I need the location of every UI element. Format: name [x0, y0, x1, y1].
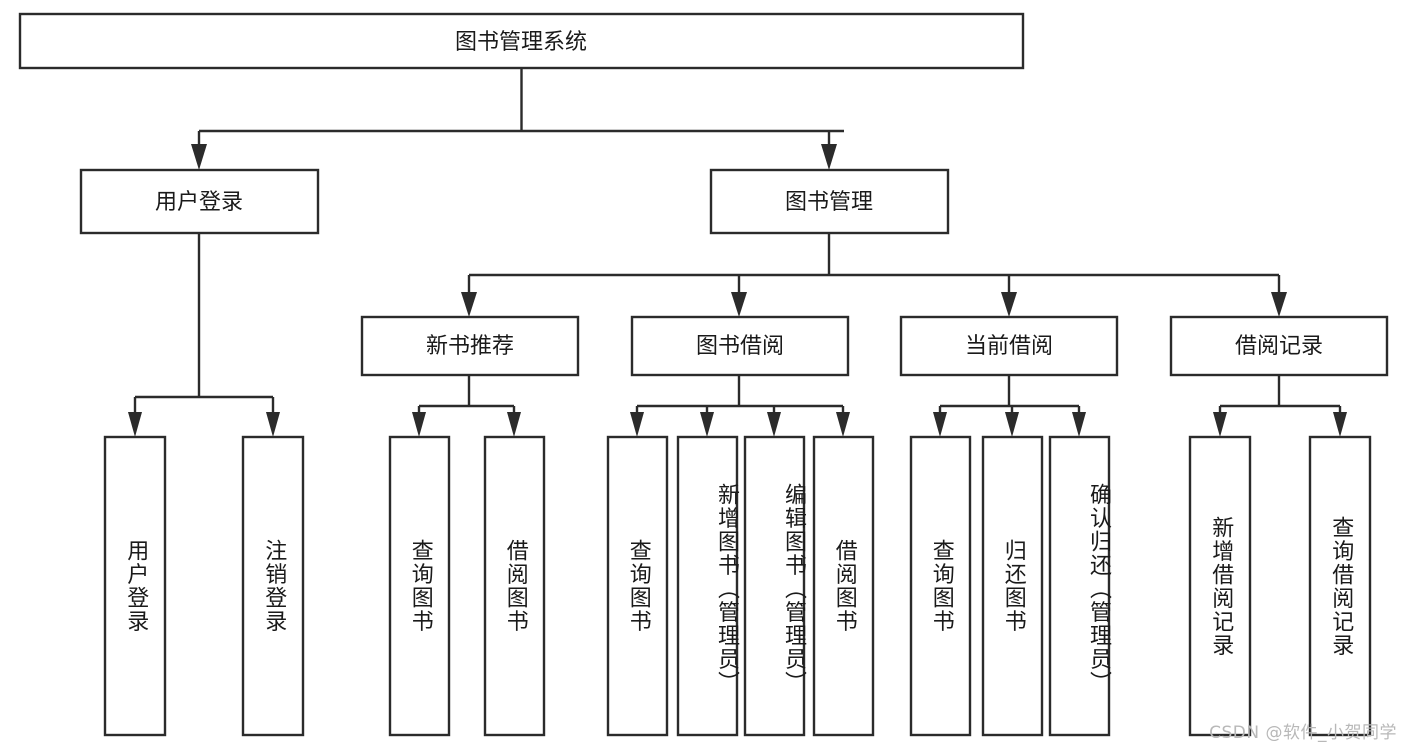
- node-book-management[interactable]: 图书管理: [709, 168, 950, 235]
- leaf-box-add-borrow-record[interactable]: [1188, 435, 1252, 737]
- arrow-head-icon: [1271, 292, 1287, 317]
- arrow-head-icon: [767, 412, 781, 437]
- node-book-borrow-box[interactable]: [630, 315, 850, 377]
- arrowhead-group: [128, 144, 1347, 437]
- node-book-borrow[interactable]: 图书借阅: [630, 315, 850, 377]
- leaf-box-group: [103, 435, 1372, 737]
- node-borrow-record[interactable]: 借阅记录: [1169, 315, 1389, 377]
- arrow-head-icon: [933, 412, 947, 437]
- node-user-login-label: 用户登录: [155, 190, 243, 215]
- node-root-box[interactable]: [18, 12, 1025, 70]
- leaf-box-borrow-book[interactable]: [812, 435, 875, 737]
- arrow-head-icon: [266, 412, 280, 437]
- leaf-box-confirm-return-admin[interactable]: [1048, 435, 1111, 737]
- leaf-box-logout[interactable]: [241, 435, 305, 737]
- leaf-box-query-book-newbook[interactable]: [388, 435, 451, 737]
- arrow-head-icon: [128, 412, 142, 437]
- csdn-watermark: CSDN @软件_小贺同学: [1209, 723, 1397, 743]
- arrow-head-icon: [821, 144, 837, 170]
- leaf-box-user-login[interactable]: [103, 435, 167, 737]
- node-new-book-recommend-box[interactable]: [360, 315, 580, 377]
- node-new-book-recommend-label: 新书推荐: [426, 334, 514, 359]
- leaf-box-query-book-current[interactable]: [909, 435, 972, 737]
- leaf-box-borrow-book-newbook[interactable]: [483, 435, 546, 737]
- node-new-book-recommend[interactable]: 新书推荐: [360, 315, 580, 377]
- arrow-head-icon: [630, 412, 644, 437]
- node-root-label: 图书管理系统: [455, 30, 587, 55]
- arrow-head-icon: [1213, 412, 1227, 437]
- arrow-head-icon: [412, 412, 426, 437]
- leaf-box-return-book[interactable]: [981, 435, 1044, 737]
- arrow-head-icon: [836, 412, 850, 437]
- node-borrow-record-box[interactable]: [1169, 315, 1389, 377]
- node-current-borrow-box[interactable]: [899, 315, 1119, 377]
- arrow-head-icon: [700, 412, 714, 437]
- arrow-head-icon: [1333, 412, 1347, 437]
- leaf-box-add-book-admin[interactable]: [676, 435, 739, 737]
- arrow-head-icon: [1001, 292, 1017, 317]
- arrow-head-icon: [1005, 412, 1019, 437]
- node-book-borrow-label: 图书借阅: [696, 334, 784, 359]
- node-borrow-record-label: 借阅记录: [1235, 334, 1323, 359]
- arrow-head-icon: [461, 292, 477, 317]
- node-root[interactable]: 图书管理系统: [18, 12, 1025, 70]
- arrow-head-icon: [191, 144, 207, 170]
- leaf-box-query-borrow-record[interactable]: [1308, 435, 1372, 737]
- leaf-box-edit-book-admin[interactable]: [743, 435, 806, 737]
- arrow-head-icon: [1072, 412, 1086, 437]
- arrow-head-icon: [731, 292, 747, 317]
- node-book-management-label: 图书管理: [785, 190, 873, 215]
- node-book-management-box[interactable]: [709, 168, 950, 235]
- leaf-box-query-book-borrow[interactable]: [606, 435, 669, 737]
- node-user-login-box[interactable]: [79, 168, 320, 235]
- node-user-login[interactable]: 用户登录: [79, 168, 320, 235]
- node-current-borrow[interactable]: 当前借阅: [899, 315, 1119, 377]
- node-current-borrow-label: 当前借阅: [965, 334, 1053, 359]
- arrow-head-icon: [507, 412, 521, 437]
